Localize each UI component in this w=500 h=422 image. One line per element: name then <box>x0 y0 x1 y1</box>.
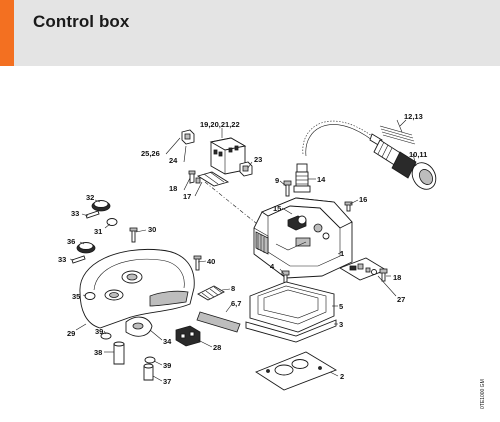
sleeve-38 <box>113 341 125 365</box>
label-18-upper: 18 <box>169 184 177 193</box>
housing-cover <box>79 248 195 329</box>
bracket-34 <box>125 316 153 337</box>
label-28: 28 <box>213 343 221 352</box>
label-4: 4 <box>270 262 275 271</box>
relay-cap-right <box>239 161 253 177</box>
label-12-13: 12,13 <box>404 112 423 121</box>
washer-39-top <box>100 332 112 340</box>
label-36: 36 <box>67 237 75 246</box>
screw-30 <box>129 227 138 243</box>
label-40: 40 <box>207 257 215 266</box>
screw-18 <box>379 268 388 282</box>
label-1: 1 <box>340 249 344 258</box>
label-24: 24 <box>169 156 178 165</box>
seal-frame <box>249 281 335 333</box>
label-29: 29 <box>67 329 75 338</box>
power-cable <box>302 120 373 157</box>
label-3: 3 <box>339 320 343 329</box>
label-23: 23 <box>254 155 262 164</box>
cable-plug <box>369 133 437 190</box>
label-19-20-21-22: 19,20,21,22 <box>200 120 240 129</box>
header-bar: Control box <box>0 0 500 66</box>
callout-labels: 12,13 10,11 19,20,21,22 25,26 24 23 18 1… <box>58 112 486 409</box>
circuit-board <box>338 257 388 281</box>
washer-39-bottom <box>144 356 156 364</box>
mounting-rail <box>195 171 230 187</box>
screw-33-top <box>85 210 100 219</box>
label-39-lower: 39 <box>163 361 171 370</box>
screw-40 <box>193 255 202 271</box>
label-15: 15 <box>273 204 281 213</box>
washer-31 <box>106 218 118 226</box>
label-8: 8 <box>231 284 235 293</box>
sleeve-37 <box>143 363 154 381</box>
label-10-11: 10,11 <box>409 150 427 159</box>
label-31: 31 <box>94 227 102 236</box>
label-25-26: 25,26 <box>141 149 160 158</box>
relay-cap-left <box>181 129 195 145</box>
base-gasket <box>255 351 338 391</box>
label-9: 9 <box>275 176 279 185</box>
washer-35 <box>84 292 96 300</box>
cable-gland <box>293 163 311 193</box>
switch-28 <box>175 325 201 347</box>
knob-36 <box>76 242 96 254</box>
knob-32 <box>91 200 111 212</box>
label-27: 27 <box>397 295 405 304</box>
screw-16 <box>344 201 353 212</box>
label-2: 2 <box>340 372 344 381</box>
screw-9 <box>283 180 292 197</box>
label-17: 17 <box>183 192 191 201</box>
label-18-lower: 18 <box>393 273 401 282</box>
document-code: 0TE1000 GM <box>480 379 486 409</box>
label-16: 16 <box>359 195 367 204</box>
terminal-strip <box>197 285 225 301</box>
label-6-7: 6,7 <box>231 299 241 308</box>
header-accent <box>0 0 14 66</box>
gasket-3 <box>245 319 337 343</box>
label-33-lower: 33 <box>58 255 66 264</box>
control-box-housing <box>253 197 353 279</box>
screw-33-lower <box>71 255 86 264</box>
cable-6-7 <box>196 311 241 333</box>
label-30: 30 <box>148 225 156 234</box>
wire-set <box>379 119 416 145</box>
label-34: 34 <box>163 337 172 346</box>
exploded-parts-diagram: 12,13 10,11 19,20,21,22 25,26 24 23 18 1… <box>58 112 486 409</box>
label-35: 35 <box>72 292 80 301</box>
label-39-upper: 39 <box>95 327 103 336</box>
page-title: Control box <box>33 12 130 31</box>
leader-lines <box>69 119 417 382</box>
label-14: 14 <box>317 175 326 184</box>
label-32: 32 <box>86 193 94 202</box>
label-5: 5 <box>339 302 343 311</box>
label-33-upper: 33 <box>71 209 79 218</box>
label-37: 37 <box>163 377 171 386</box>
label-38: 38 <box>94 348 102 357</box>
small-bracket-18 <box>188 170 196 184</box>
